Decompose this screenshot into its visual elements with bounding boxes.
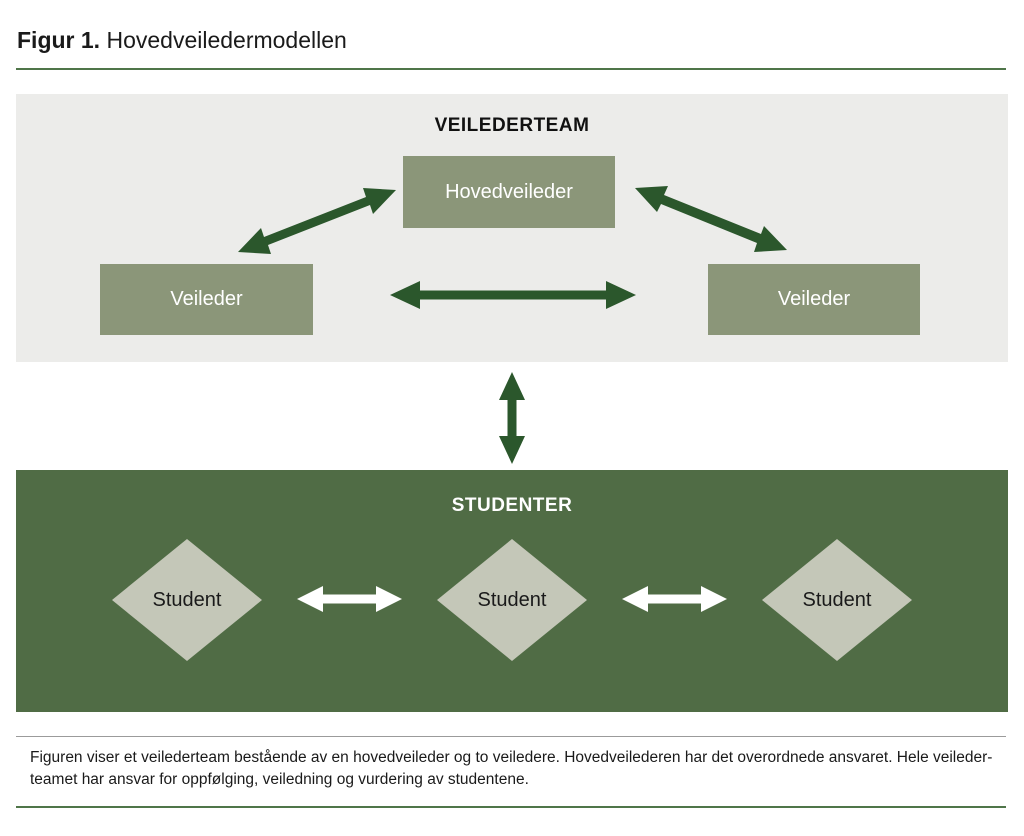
veileder-left-box: Veileder xyxy=(100,264,313,335)
arrow-student1-student2 xyxy=(297,586,402,612)
veileder-right-label: Veileder xyxy=(777,288,851,310)
figure-title: Figur 1. Hovedveiledermodellen xyxy=(17,27,347,54)
bottom-rule xyxy=(16,806,1006,808)
figure-caption: Figuren viser et veilederteam bestående … xyxy=(30,747,1008,791)
studenter-panel: STUDENTER Student Student Student xyxy=(16,470,1008,712)
student-diamond-1: Student xyxy=(112,539,262,661)
student-diamond-3: Student xyxy=(762,539,912,661)
student-1-label: Student xyxy=(152,588,222,611)
caption-divider xyxy=(16,736,1006,737)
hovedveileder-box: Hovedveileder xyxy=(403,156,615,228)
student-2-label: Student xyxy=(477,588,547,611)
team-students-connector-arrow xyxy=(499,372,525,464)
veilederteam-heading: VEILEDERTEAM xyxy=(434,115,590,136)
top-rule xyxy=(16,68,1006,70)
arrow-veileder-left-hovedveileder xyxy=(238,188,396,254)
caption-line-1: Figuren viser et veilederteam bestående … xyxy=(30,749,993,766)
student-3-label: Student xyxy=(802,588,872,611)
vertical-double-arrow xyxy=(499,372,525,464)
arrow-veileder-veileder xyxy=(390,281,636,309)
figure-label: Figur 1. xyxy=(17,27,101,53)
veilederteam-panel: VEILEDERTEAM Hovedveileder Veileder Veil… xyxy=(16,94,1008,362)
figure-title-text: Hovedveiledermodellen xyxy=(106,27,347,53)
caption-line-2: teamet har ansvar for oppfølging, veiled… xyxy=(30,771,529,788)
arrow-hovedveileder-veileder-right xyxy=(635,186,787,252)
veileder-left-label: Veileder xyxy=(170,288,243,310)
arrow-student2-student3 xyxy=(622,586,727,612)
student-diamond-2: Student xyxy=(437,539,587,661)
hovedveileder-label: Hovedveileder xyxy=(445,180,573,203)
studenter-heading: STUDENTER xyxy=(451,495,573,516)
veileder-right-box: Veileder xyxy=(708,264,920,335)
diagram: VEILEDERTEAM Hovedveileder Veileder Veil… xyxy=(16,94,1008,712)
